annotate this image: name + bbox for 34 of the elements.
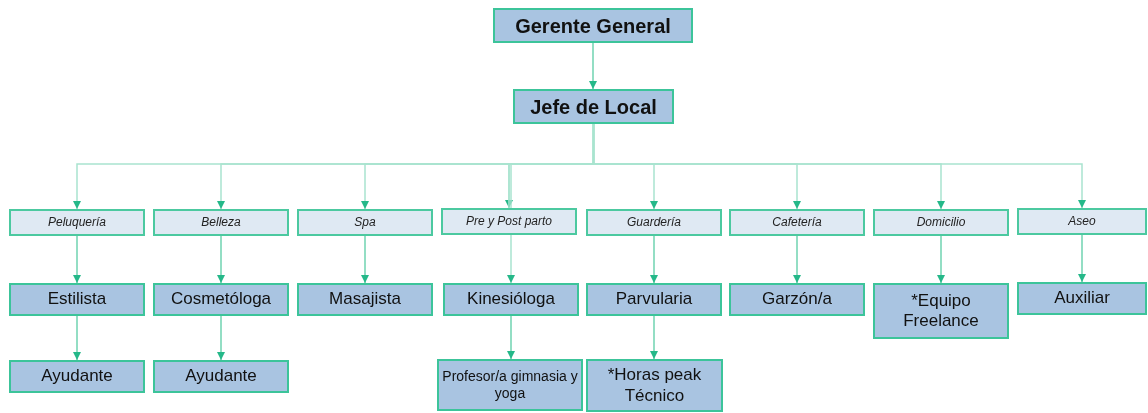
role-box: Ayudante [153,360,289,393]
role-box: Kinesióloga [443,283,579,316]
role-box: Garzón/a [729,283,865,316]
department-box: Cafetería [729,209,865,236]
connector-arrow [507,315,515,360]
connector-arrow [650,315,658,360]
connector-arrow [793,235,801,284]
connector-arrow [217,235,225,284]
connector-arrow [589,42,597,90]
connector-arrow [937,235,945,284]
department-box: Spa [297,209,433,236]
role-box: Masajista [297,283,433,316]
department-box: Pre y Post parto [441,208,577,235]
connector-arrow [650,235,658,284]
role-box: *Equipo Freelance [873,283,1009,339]
role-box: Ayudante [9,360,145,393]
manager-box: Gerente General [493,8,693,43]
department-box: Guardería [586,209,722,236]
role-box: Cosmetóloga [153,283,289,316]
department-box: Belleza [153,209,289,236]
department-box: Aseo [1017,208,1147,235]
role-box: Estilista [9,283,145,316]
role-box: Parvularia [586,283,722,316]
role-box: Auxiliar [1017,282,1147,315]
connector-arrow [361,235,369,284]
connector-arrow [73,235,81,284]
connector-arrow [73,315,81,361]
role-box: Profesor/a gimnasia y yoga [437,359,583,411]
department-box: Domicilio [873,209,1009,236]
connector-arrow [217,315,225,361]
manager-box: Jefe de Local [513,89,674,124]
connector-arrow [1078,234,1086,283]
department-box: Peluquería [9,209,145,236]
role-box: *Horas peak Técnico [586,359,723,412]
